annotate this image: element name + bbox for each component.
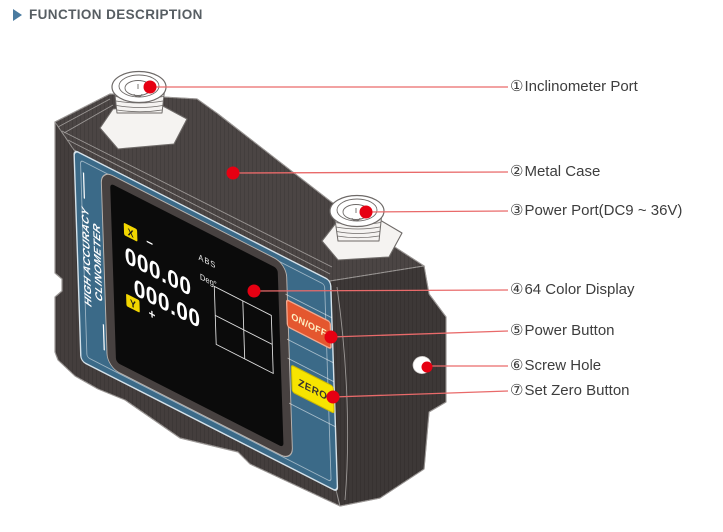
keyway <box>351 208 361 222</box>
callout-dot-7 <box>326 390 340 404</box>
lcd-content: X − 000.00 ABS Deg° 000.00 Y + <box>123 223 274 375</box>
callout-line-2 <box>232 171 509 174</box>
x-sign: − <box>146 233 154 252</box>
callout-label-color-display: ④64 Color Display <box>510 281 635 298</box>
callout-label-screw-hole: ⑥Screw Hole <box>510 357 602 374</box>
quadrant-grid <box>213 285 274 375</box>
callout-dot-6 <box>421 361 433 373</box>
callout-line-7 <box>332 390 509 398</box>
triangle-marker-icon <box>13 8 22 21</box>
brand-line2: CLINOMETER <box>92 222 105 304</box>
callout-dot-1 <box>143 80 157 94</box>
callout-dot-4 <box>247 284 261 298</box>
hex-nut <box>99 104 188 150</box>
x-axis-label: X <box>127 227 134 241</box>
callout-label-power-button: ⑤Power Button <box>510 322 615 339</box>
callout-label-inclinometer-port: ①Inclinometer Port <box>510 78 638 95</box>
brand-line1: HIGH ACCURACY <box>80 204 94 309</box>
front-panel: HIGH ACCURACY CLINOMETER X − 000.00 ABS … <box>73 150 339 491</box>
callout-line-5 <box>330 330 509 338</box>
callout-dot-2 <box>226 166 240 180</box>
section-header: FUNCTION DESCRIPTION <box>13 7 203 22</box>
callout-label-metal-case: ②Metal Case <box>510 163 601 180</box>
callout-line-4 <box>253 289 509 292</box>
callout-leaders <box>143 80 509 404</box>
callout-line-3 <box>365 210 509 213</box>
y-sign: + <box>148 305 156 324</box>
case-bevel-lines <box>57 98 447 501</box>
y-axis-label: Y <box>130 298 137 312</box>
callout-dot-5 <box>324 330 338 344</box>
section-title: FUNCTION DESCRIPTION <box>29 7 203 22</box>
brand-tick-lines <box>82 172 105 351</box>
callout-label-power-port: ③Power Port(DC9 ~ 36V) <box>510 202 683 219</box>
x-axis-badge <box>123 223 138 242</box>
y-axis-badge <box>126 294 140 313</box>
callout-dot-3 <box>359 205 373 219</box>
callout-label-set-zero-button: ⑦Set Zero Button <box>510 382 630 399</box>
brand-text: HIGH ACCURACY CLINOMETER <box>80 172 105 351</box>
power-port <box>321 194 403 261</box>
lcd-screen <box>110 184 284 447</box>
button-column-lines <box>285 293 336 428</box>
keyway <box>133 84 143 98</box>
